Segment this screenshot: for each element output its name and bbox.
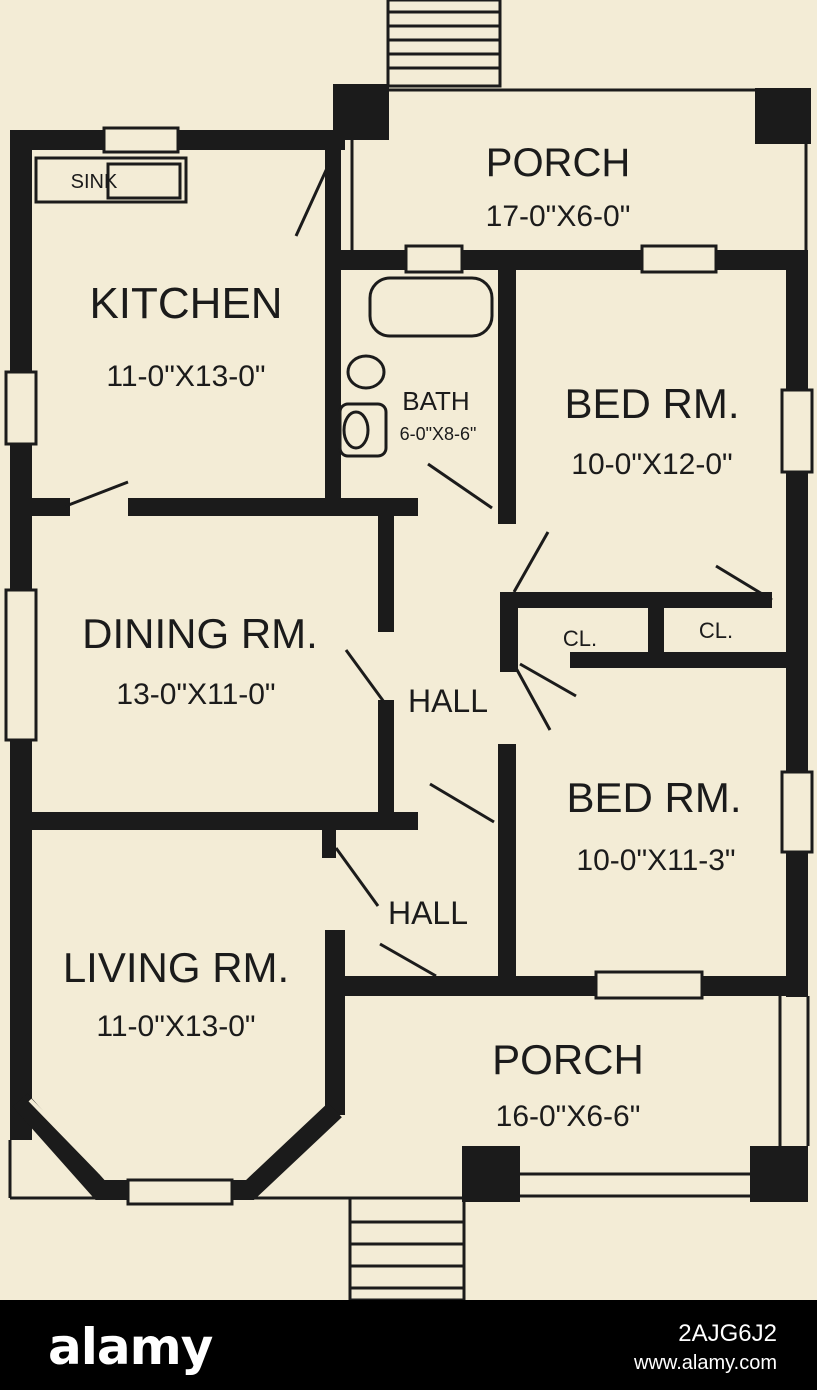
windows [4, 126, 814, 1206]
footer-url: www.alamy.com [634, 1352, 777, 1374]
dining-size: 13-0"X11-0" [116, 678, 275, 711]
bedroom2-name: BED RM. [566, 774, 741, 821]
bedroom1-size: 10-0"X12-0" [571, 448, 732, 481]
alamy-logo: alamy [48, 1318, 213, 1376]
labels: PORCH 17-0"X6-0" SINK KITCHEN 11-0"X13-0… [63, 141, 742, 1133]
bath-size: 6-0"X8-6" [400, 424, 477, 444]
porch-rear-size: 17-0"X6-0" [486, 200, 631, 233]
rear-porch [333, 84, 811, 256]
sink-label: SINK [71, 171, 118, 193]
floor-plan: PORCH 17-0"X6-0" SINK KITCHEN 11-0"X13-0… [4, 0, 814, 1300]
image-id: 2AJG6J2 [678, 1320, 777, 1347]
hall2-label: HALL [388, 895, 468, 931]
bath-name: BATH [402, 386, 469, 416]
kitchen-name: KITCHEN [89, 279, 282, 328]
living-size: 11-0"X13-0" [96, 1010, 255, 1043]
porch-rear-name: PORCH [486, 141, 630, 185]
living-name: LIVING RM. [63, 944, 289, 991]
porch-front-name: PORCH [492, 1036, 644, 1083]
bath-fixtures [338, 276, 494, 458]
bedroom2-size: 10-0"X11-3" [576, 844, 735, 877]
hall1-label: HALL [408, 683, 488, 719]
closet1-label: CL. [563, 626, 597, 651]
rear-steps [386, 0, 502, 88]
kitchen-size: 11-0"X13-0" [106, 360, 265, 393]
sink [34, 156, 188, 204]
dining-name: DINING RM. [82, 610, 318, 657]
closet2-label: CL. [699, 618, 733, 643]
bedroom1-name: BED RM. [564, 380, 739, 427]
door-swings [65, 165, 773, 978]
bay-window [12, 1093, 342, 1200]
porch-front-size: 16-0"X6-6" [496, 1100, 641, 1133]
watermark-footer: alamy 2AJG6J2 www.alamy.com [0, 1300, 817, 1390]
front-steps [348, 1196, 466, 1300]
